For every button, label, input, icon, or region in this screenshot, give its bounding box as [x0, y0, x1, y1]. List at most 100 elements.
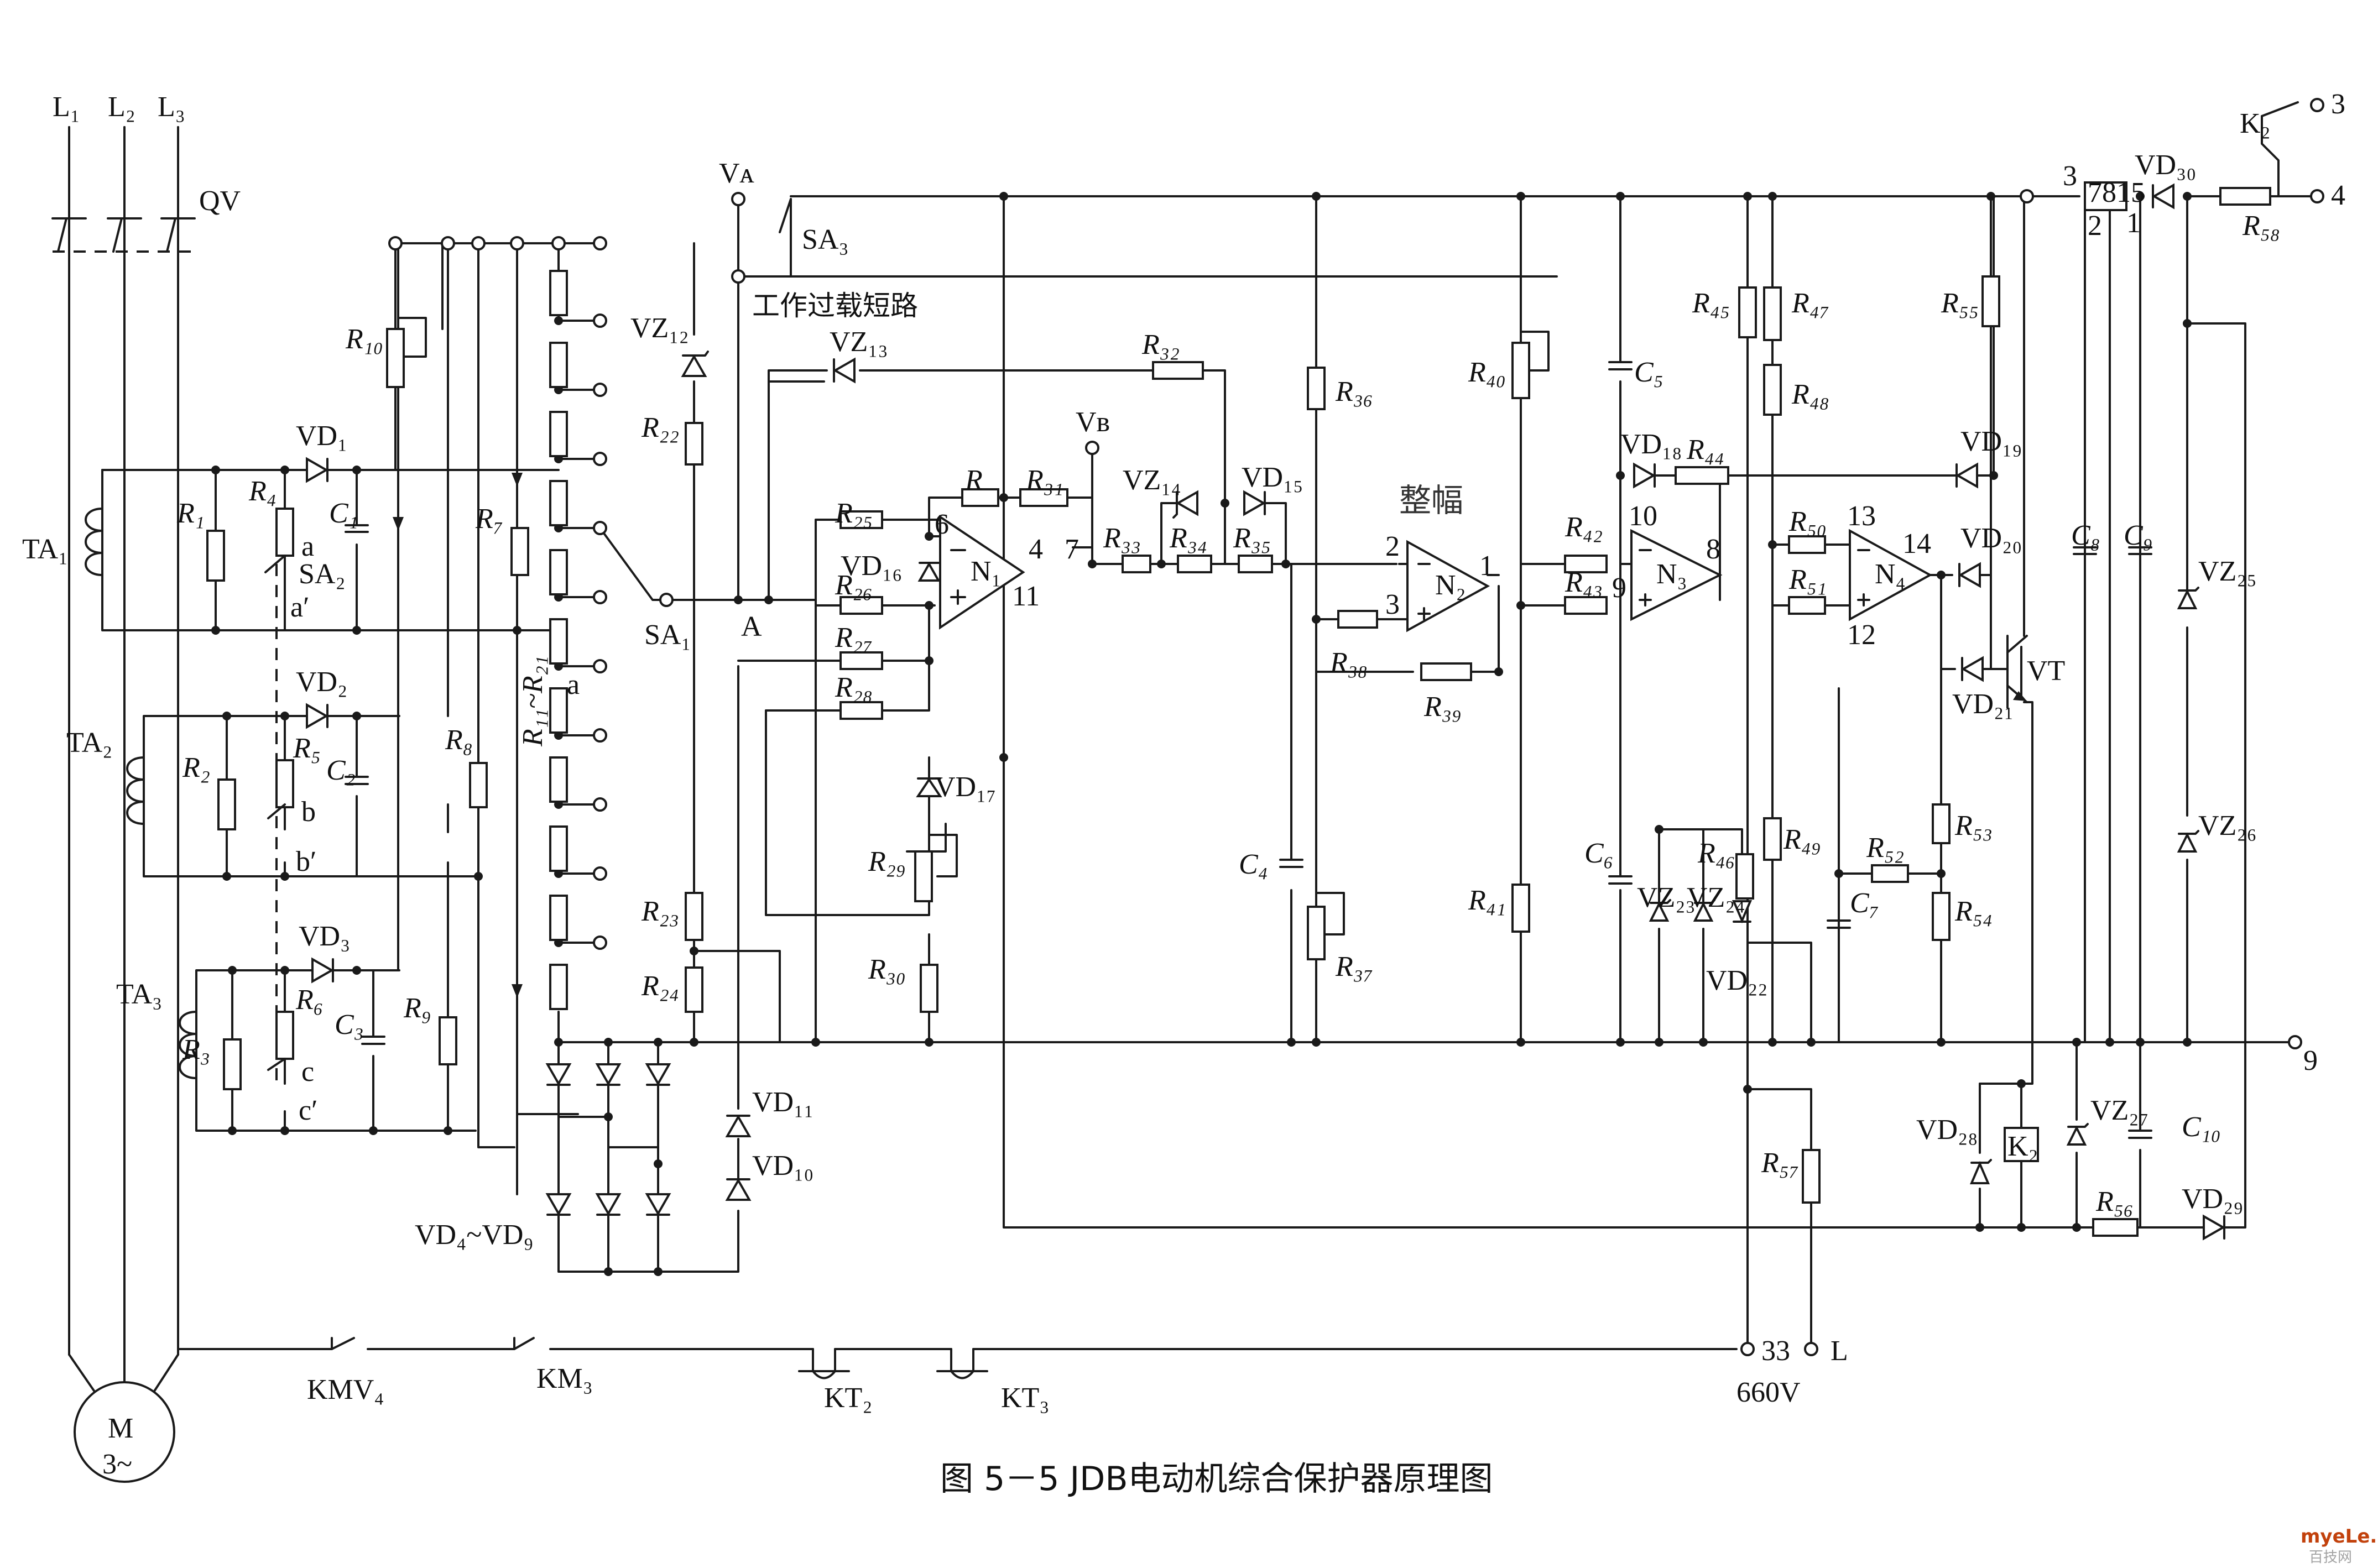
label-VT: VT [2027, 655, 2065, 687]
label-pin14: 14 [1902, 528, 1931, 560]
label-R28: R₂₈ [835, 672, 873, 703]
label-N3: N₃ [1656, 558, 1687, 590]
label-VD1: VD₁ [296, 420, 347, 452]
label-K2-contact: K₂ [2240, 108, 2271, 139]
label-R24: R₂₄ [641, 970, 679, 1002]
label-TA2: TA₂ [66, 727, 112, 759]
label-R48: R₄₈ [1791, 379, 1829, 410]
label-KM3: KM₃ [536, 1363, 593, 1394]
label-TA1: TA₁ [22, 534, 68, 565]
label-VD17: VD₁₇ [935, 771, 996, 803]
label-a-ladder: a [567, 669, 580, 701]
label-a-prime: a′ [290, 592, 309, 623]
label-R42: R₄₂ [1565, 511, 1603, 543]
label-SA3: SA₃ [802, 224, 849, 255]
label-pin7: 7 [1065, 534, 1079, 565]
label-C3: C₃ [335, 1009, 364, 1041]
label-L3: L₃ [158, 91, 185, 123]
label-R32: R₃₂ [1141, 329, 1180, 360]
label-pin11: 11 [1012, 581, 1040, 612]
label-R54: R₅₄ [1954, 896, 1993, 927]
label-KT2: KT₂ [824, 1382, 872, 1414]
label-N4: N₄ [1875, 558, 1906, 590]
label-terminal-L: L [1831, 1335, 1848, 1367]
label-VZ14: VZ₁₄ [1123, 464, 1181, 496]
label-c-prime: c′ [299, 1095, 317, 1126]
label-VD4-VD9: VD₄~VD₉ [415, 1219, 534, 1251]
labels: L₁ L₂ L₃ QV TA₁ TA₂ TA₃ M 3~ VD₁ VD₂ VD₃… [22, 88, 2378, 1566]
regulator-7815 [2084, 181, 2127, 211]
label-R55: R₅₅ [1941, 288, 1979, 319]
label-C1: C₁ [329, 498, 358, 529]
label-pin2: 2 [1385, 531, 1400, 562]
label-pin9: 9 [1612, 572, 1626, 604]
label-R46: R₄₆ [1697, 838, 1735, 869]
label-R9: R₉ [403, 992, 431, 1024]
label-VD20: VD₂₀ [1960, 522, 2022, 554]
label-VZ13: VZ₁₃ [830, 326, 888, 358]
label-C9: C₉ [2124, 520, 2153, 551]
label-R35: R₃₅ [1233, 522, 1271, 554]
label-R3: R₃ [182, 1034, 210, 1065]
label-A: A [741, 611, 762, 642]
label-terminal-9: 9 [2303, 1045, 2318, 1076]
label-VD18: VD₁₈ [1620, 428, 1682, 460]
label-K2-coil: K₂ [2007, 1131, 2038, 1162]
label-R8: R₈ [445, 724, 473, 756]
label-C2: C₂ [326, 755, 356, 786]
label-reg-pin3: 3 [2063, 160, 2077, 192]
label-VZ24: VZ₂₄ [1687, 882, 1745, 913]
label-b-prime: b′ [296, 846, 316, 877]
label-sa3-modes: 工作过载短路 [752, 290, 918, 322]
label-reg-pin2: 2 [2088, 210, 2102, 242]
label-R38: R₃₈ [1329, 647, 1368, 678]
label-KT3: KT₃ [1001, 1382, 1049, 1414]
label-R52: R₅₂ [1866, 832, 1904, 864]
label-R22: R₂₂ [641, 412, 679, 443]
label-b: b [301, 796, 316, 828]
label-VZ27: VZ₂₇ [2090, 1095, 2149, 1126]
label-VD11: VD₁₁ [752, 1086, 813, 1118]
label-SA2: SA₂ [299, 558, 346, 590]
label-VZ25: VZ₂₅ [2198, 556, 2257, 587]
label-R4: R₄ [248, 475, 277, 507]
label-VD30: VD₃₀ [2135, 149, 2196, 181]
watermark-site: myeLe.net [2301, 1525, 2378, 1548]
label-R41: R₄₁ [1468, 885, 1506, 916]
label-R33: R₃₃ [1103, 522, 1141, 554]
label-R27: R₂₇ [835, 622, 873, 654]
label-TA3: TA₃ [116, 979, 162, 1010]
label-terminal-4: 4 [2331, 180, 2345, 211]
label-VD3: VD₃ [299, 921, 350, 952]
label-R34: R₃₄ [1169, 522, 1207, 554]
label-VZ12: VZ₁₂ [630, 312, 689, 344]
label-VD28: VD₂₈ [1916, 1114, 1978, 1146]
label-R45: R₄₅ [1692, 288, 1730, 319]
label-M: M [108, 1413, 133, 1444]
label-R23: R₂₃ [641, 896, 679, 927]
watermark-sub: 百技网 [2309, 1549, 2352, 1566]
label-pin13: 13 [1847, 500, 1876, 532]
label-terminal-3: 3 [2331, 88, 2345, 120]
junctions [211, 192, 2192, 1276]
label-R29: R₂₉ [868, 846, 906, 877]
label-C7: C₇ [1850, 887, 1879, 919]
label-R2: R₂ [182, 752, 210, 783]
label-R44: R₄₄ [1686, 434, 1724, 466]
label-reg-pin1: 1 [2126, 207, 2141, 239]
label-R30: R₃₀ [868, 954, 906, 985]
label-pin12: 12 [1847, 619, 1876, 651]
label-VD19: VD₁₉ [1960, 426, 2022, 457]
label-R36: R₃₆ [1335, 376, 1373, 407]
label-R43: R₄₃ [1565, 567, 1603, 598]
label-R47: R₄₇ [1791, 288, 1829, 319]
label-c: c [301, 1056, 314, 1088]
label-VA: Vᴀ [719, 158, 755, 189]
label-R57: R₅₇ [1761, 1147, 1799, 1179]
label-KMV4: KMV₄ [307, 1374, 384, 1405]
label-QV: QV [199, 185, 241, 217]
label-C10: C₁₀ [2182, 1111, 2221, 1143]
label-R5: R₅ [293, 733, 321, 764]
motor [74, 1381, 175, 1483]
components [57, 181, 2271, 1483]
